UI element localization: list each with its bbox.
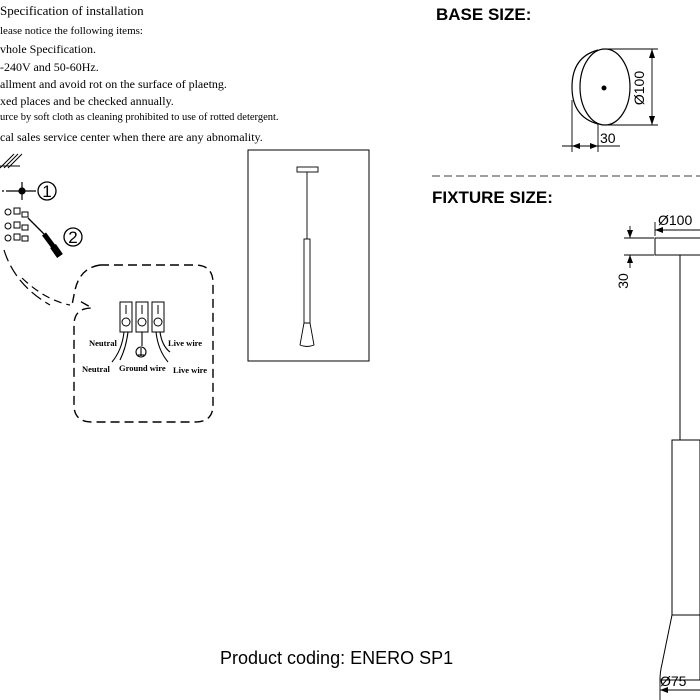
live-wire-label-top: Live wire	[168, 338, 202, 348]
canopy-arc	[3, 249, 71, 306]
specification-line: cal sales service center when there are …	[0, 130, 263, 144]
base-drawing	[562, 48, 658, 152]
fixture-top-diameter-label: Ø100	[658, 212, 692, 228]
screwdriver-icon	[27, 217, 63, 259]
specification-line: urce by soft cloth as cleaning prohibite…	[0, 112, 279, 123]
base-diameter-label: Ø100	[631, 71, 647, 105]
ceiling-hatch	[0, 153, 23, 169]
base-depth-label: 30	[600, 130, 616, 146]
base-size-heading: BASE SIZE:	[436, 5, 532, 24]
step-2-number: 2	[68, 228, 77, 247]
specification-line: allment and avoid rot on the surface of …	[0, 77, 227, 91]
neutral-label-bottom: Neutral	[82, 364, 110, 374]
wires	[111, 331, 171, 363]
live-wire-label-bottom: Live wire	[173, 365, 207, 375]
step-1-marker: 1	[37, 181, 57, 201]
specification-title: Specification of installation	[0, 3, 144, 18]
fixture-canopy-height-label: 30	[615, 273, 631, 289]
specification-line: xed places and be checked annually.	[0, 94, 174, 108]
specification-line: vhole Specification.	[0, 42, 96, 56]
specification-line: lease notice the following items:	[0, 25, 143, 37]
fixture-shade-diameter-label: Ø75	[660, 673, 687, 689]
ground-wire-label: Ground wire	[119, 363, 166, 373]
ground-symbol-icon	[135, 346, 147, 358]
step-2-marker: 2	[63, 227, 83, 247]
neutral-label-top: Neutral	[89, 338, 117, 348]
product-coding: Product coding: ENERO SP1	[220, 648, 454, 668]
wiring-callout	[73, 264, 214, 423]
screw-icon	[2, 182, 36, 200]
fixture-drawing	[432, 175, 700, 700]
terminal-block	[119, 301, 165, 333]
fixture-size-heading: FIXTURE SIZE:	[432, 188, 553, 207]
specification-line: -240V and 50-60Hz.	[0, 60, 99, 74]
mounting-bracket	[4, 207, 29, 242]
product-thumbnail	[247, 149, 370, 362]
step-1-number: 1	[42, 182, 51, 201]
